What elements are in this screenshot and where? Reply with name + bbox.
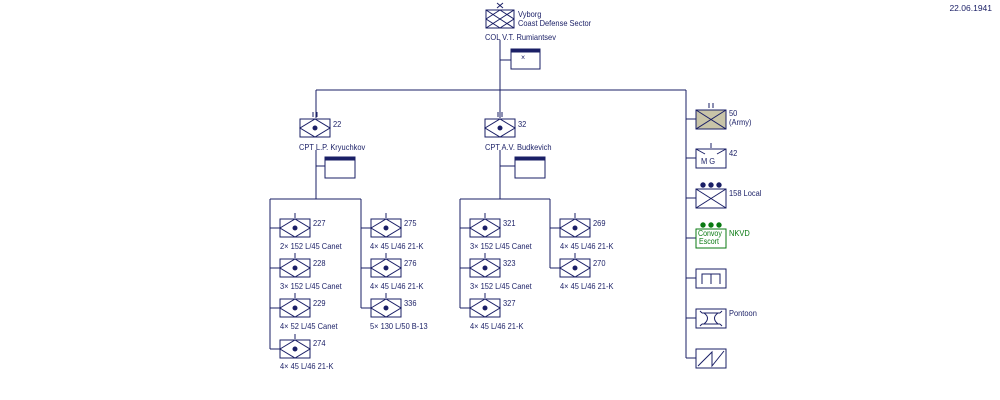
battery-275-symbol[interactable] [361,213,402,238]
unit-pontoon-symbol[interactable] [686,308,727,329]
group-22-symbol[interactable] [299,112,331,138]
unit-nkvd-inner-line1: Convoy [698,229,722,238]
battery-327-armament: 4× 45 L/46 21-K [470,321,524,331]
battery-229-number: 229 [313,298,326,308]
group-32-commander: CPT A.V. Budkevich [485,142,552,152]
battery-227-symbol[interactable] [270,213,311,238]
battery-228-number: 228 [313,258,326,268]
unit-42-inner-mg: M G [701,156,716,166]
date-label: 22.06.1941 [949,3,992,13]
battery-321-armament: 3× 152 L/45 Canet [470,241,532,251]
battery-276-number: 276 [404,258,417,268]
hq-staff-flag-mark: × [521,53,526,62]
hq-staff-flag[interactable] [500,48,541,70]
battery-269-symbol[interactable] [550,213,591,238]
unit-50-army-symbol[interactable] [686,103,727,130]
group-22-number: 22 [333,119,342,129]
battery-321-symbol[interactable] [460,213,501,238]
hq-commander: COL V.T. Rumiantsev [485,32,556,42]
unit-pontoon-label: Pontoon [729,308,757,318]
group-32-number: 32 [518,119,527,129]
unit-42-number: 42 [729,148,738,158]
unit-nkvd-inner-line2: Escort [699,237,719,246]
battery-229-armament: 4× 52 L/45 Canet [280,321,338,331]
battery-276-symbol[interactable] [361,253,402,278]
battery-321-number: 321 [503,218,516,228]
unit-nkvd-label: NKVD [729,228,750,238]
battery-336-number: 336 [404,298,417,308]
battery-336-symbol[interactable] [361,293,402,318]
battery-323-symbol[interactable] [460,253,501,278]
battery-336-armament: 5× 130 L/50 B-13 [370,321,428,331]
battery-227-number: 227 [313,218,326,228]
battery-327-symbol[interactable] [460,293,501,318]
battery-323-armament: 3× 152 L/45 Canet [470,281,532,291]
unit-158-local-symbol[interactable] [686,182,727,209]
group-32-staff-flag[interactable] [500,156,546,179]
unit-signal-symbol[interactable] [686,348,727,369]
unit-engineer-symbol[interactable] [686,268,727,289]
group-22-commander: CPT L.P. Kryuchkov [299,142,366,152]
hq-name-line2: Coast Defense Sector [518,18,592,28]
battery-227-armament: 2× 152 L/45 Canet [280,241,342,251]
battery-275-armament: 4× 45 L/46 21-K [370,241,424,251]
battery-269-number: 269 [593,218,606,228]
group-32-symbol[interactable] [484,112,516,138]
battery-274-symbol[interactable] [270,334,311,359]
battery-269-armament: 4× 45 L/46 21-K [560,241,614,251]
unit-50-number: 50 [729,108,738,118]
battery-270-symbol[interactable] [550,253,591,278]
battery-327-number: 327 [503,298,516,308]
battery-229-symbol[interactable] [270,293,311,318]
battery-274-number: 274 [313,338,326,348]
battery-228-armament: 3× 152 L/45 Canet [280,281,342,291]
battery-276-armament: 4× 45 L/46 21-K [370,281,424,291]
unit-42-mg-symbol[interactable] [686,143,727,169]
battery-270-armament: 4× 45 L/46 21-K [560,281,614,291]
unit-158-label: 158 Local [729,188,762,198]
battery-275-number: 275 [404,218,417,228]
battery-323-number: 323 [503,258,516,268]
hq-unit-symbol[interactable] [485,2,515,29]
battery-274-armament: 4× 45 L/46 21-K [280,361,334,371]
unit-nkvd-escort-symbol[interactable] [686,222,727,249]
hq-name-line1: Vyborg [518,9,542,19]
group-22-staff-flag[interactable] [316,156,356,179]
battery-270-number: 270 [593,258,606,268]
battery-228-symbol[interactable] [270,253,311,278]
unit-50-type: (Army) [729,117,752,127]
